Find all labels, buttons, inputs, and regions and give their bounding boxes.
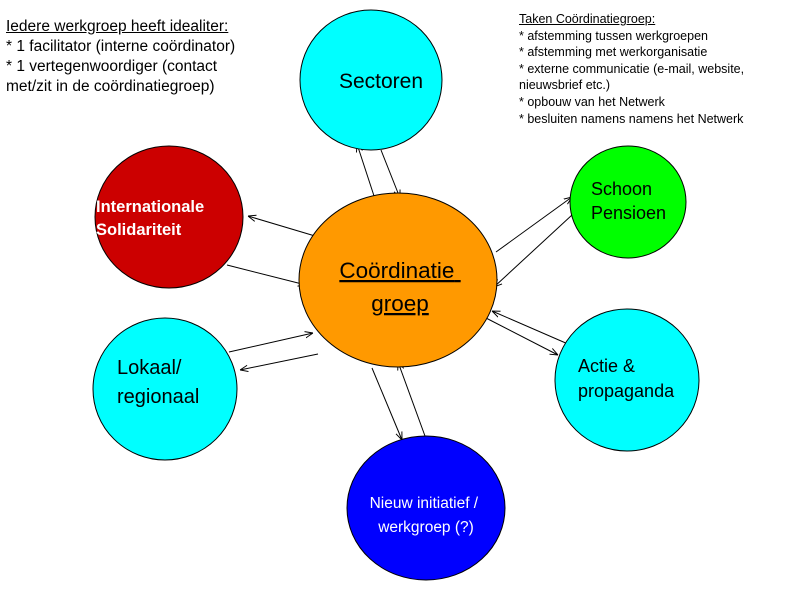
arrow-center-to-lokaal — [240, 353, 319, 370]
arrow-sectoren-to-center — [380, 149, 400, 198]
node-schoon-line-1: Schoon — [591, 179, 652, 199]
node-lokaal-shape — [92, 317, 238, 461]
arrow-actie-to-center — [492, 311, 569, 345]
arrow-center-to-nieuw — [371, 367, 402, 440]
node-sectoren-line-1: Sectoren — [339, 70, 423, 93]
node-internationale-line-2: Solidariteit — [96, 221, 182, 239]
note-werkgroep: Iedere werkgroep heeft idealiter: * 1 fa… — [6, 17, 235, 97]
arrow-center-to-actie — [485, 317, 558, 355]
node-internationale-label: Internationale Solidariteit — [96, 198, 209, 239]
node-lokaal-label: Lokaal/ regionaal — [117, 357, 199, 408]
node-sectoren-label: Sectoren — [339, 70, 423, 93]
node-center-label: Coördinatie groep — [339, 258, 460, 316]
node-nieuw-shape — [346, 435, 506, 581]
arrow-center-to-internationale — [248, 216, 316, 237]
arrow-center-to-sectoren — [357, 144, 377, 203]
arrow-schoon-to-center — [494, 202, 586, 287]
note-taken-line: * besluiten namens namens het Netwerk — [519, 111, 744, 126]
note-taken-line: * afstemming tussen werkgroepen — [519, 28, 708, 43]
arrow-center-to-schoon — [495, 197, 572, 253]
node-actie-line-2: propaganda — [578, 381, 675, 401]
node-actie-shape — [554, 308, 700, 452]
note-werkgroep-line: * 1 vertegenwoordiger (contact — [6, 58, 218, 75]
node-nieuw-line-2: werkgroep (?) — [377, 519, 474, 536]
arrow-lokaal-to-center — [228, 333, 313, 353]
node-sectoren-shape — [299, 9, 443, 151]
node-actie-propaganda[interactable]: Actie & propaganda — [554, 308, 700, 452]
node-lokaal-regionaal[interactable]: Lokaal/ regionaal — [92, 317, 238, 461]
node-actie-label: Actie & propaganda — [578, 356, 675, 401]
node-schoon-pensioen[interactable]: Schoon Pensioen — [569, 145, 687, 259]
arrow-internationale-to-center — [226, 264, 306, 285]
note-werkgroep-line: * 1 facilitator (interne coördinator) — [6, 38, 236, 55]
note-taken-line: nieuwsbrief etc.) — [519, 78, 611, 93]
node-lokaal-line-2: regionaal — [117, 386, 199, 408]
node-nieuw-label: Nieuw initiatief / werkgroep (?) — [370, 495, 483, 536]
note-taken-title: Taken Coördinatiegroep: — [519, 12, 656, 26]
node-center-line-2: groep — [371, 291, 429, 316]
node-center-shape — [298, 192, 498, 368]
note-werkgroep-title: Iedere werkgroep heeft idealiter: — [6, 18, 229, 35]
note-werkgroep-line: met/zit in de coördinatiegroep) — [6, 78, 215, 95]
node-schoon-shape — [569, 145, 687, 259]
node-nieuw-line-1: Nieuw initiatief / — [370, 495, 479, 512]
node-internationale-solidariteit[interactable]: Internationale Solidariteit — [94, 145, 244, 289]
node-sectoren[interactable]: Sectoren — [299, 9, 443, 151]
note-taken: Taken Coördinatiegroep: * afstemming tus… — [519, 11, 744, 127]
node-nieuw-initiatief[interactable]: Nieuw initiatief / werkgroep (?) — [346, 435, 506, 581]
node-actie-line-1: Actie & — [578, 356, 635, 376]
node-schoon-label: Schoon Pensioen — [591, 179, 666, 223]
note-taken-line: * opbouw van het Netwerk — [519, 94, 665, 109]
arrow-nieuw-to-center — [398, 362, 426, 437]
node-schoon-line-2: Pensioen — [591, 203, 666, 223]
node-center-line-1: Coördinatie — [339, 258, 454, 283]
node-lokaal-line-1: Lokaal/ — [117, 357, 182, 379]
note-taken-line: * afstemming met werkorganisatie — [519, 45, 708, 60]
node-coordinatiegroep[interactable]: Coördinatie groep — [298, 192, 498, 368]
node-internationale-shape — [94, 145, 244, 289]
connectors — [226, 144, 586, 440]
note-taken-line: * externe communicatie (e-mail, website, — [519, 61, 745, 76]
node-internationale-line-1: Internationale — [96, 198, 204, 216]
